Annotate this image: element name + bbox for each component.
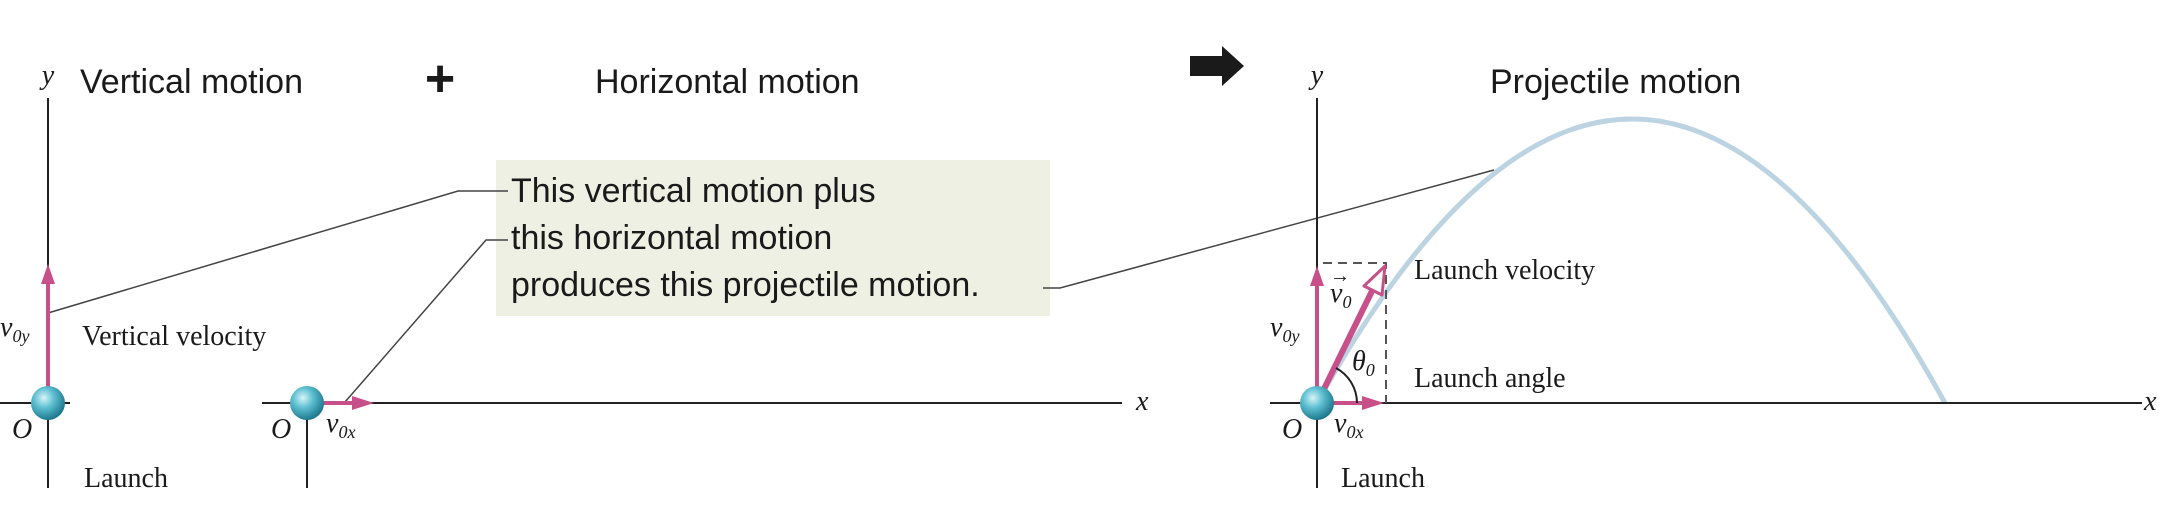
vertical-velocity-component — [1310, 266, 1324, 392]
trajectory-curve — [1314, 116, 1948, 405]
x-axis-label-right: x — [2143, 386, 2157, 417]
leader-line-vertical — [47, 190, 508, 314]
plus-sign: + — [425, 50, 455, 108]
ball-projectile — [1300, 386, 1334, 420]
ball-vertical — [31, 386, 65, 420]
v0x-label-middle: v0x — [326, 408, 355, 442]
v0x-label-right: v0x — [1334, 408, 1363, 442]
theta0-label: θ0 — [1352, 346, 1375, 380]
vertical-motion-panel: y v0y Vertical velocity O Launch — [0, 60, 266, 494]
leader-line-projectile — [1043, 169, 1495, 289]
velocity-components-box — [1323, 262, 1387, 403]
horizontal-velocity-component — [1330, 396, 1384, 410]
v0y-label-right: v0y — [1270, 312, 1299, 346]
launch-velocity-label: Launch velocity — [1414, 255, 1595, 286]
callout-line-3: produces this projectile motion. — [511, 266, 980, 304]
right-arrow-icon — [1190, 46, 1244, 86]
x-axis-label-middle: x — [1135, 386, 1149, 417]
vector-arrow-accent: → — [1330, 265, 1350, 287]
launch-angle-label: Launch angle — [1414, 363, 1566, 394]
heading-horizontal-motion: Horizontal motion — [595, 63, 860, 101]
y-axis-label-right: y — [1308, 60, 1324, 91]
origin-label-right: O — [1282, 414, 1302, 445]
origin-label-left: O — [12, 414, 32, 445]
callout-line-1: This vertical motion plus — [511, 172, 876, 210]
vertical-velocity-vector — [41, 264, 55, 392]
v0-vector-label: v0 — [1330, 278, 1351, 312]
leader-line-horizontal — [344, 239, 508, 403]
v0y-label-left: v0y — [0, 312, 29, 346]
heading-vertical-motion: Vertical motion — [80, 63, 303, 101]
heading-projectile-motion: Projectile motion — [1490, 63, 1741, 101]
callout-line-2: this horizontal motion — [511, 219, 832, 257]
launch-label-left: Launch — [84, 463, 168, 494]
horizontal-velocity-vector — [320, 396, 374, 410]
projectile-motion-panel: y x v0 → v0y θ0 v0x O Launch velocity La… — [1270, 60, 2157, 494]
y-axis-label-left: y — [39, 60, 55, 91]
launch-velocity-vector — [1319, 264, 1387, 395]
origin-label-middle: O — [271, 414, 291, 445]
callout-box — [496, 160, 1050, 316]
launch-label-right: Launch — [1341, 463, 1425, 494]
horizontal-motion-panel: v0x O x — [262, 386, 1149, 488]
launch-angle-arc — [1335, 367, 1358, 404]
ball-horizontal — [290, 386, 324, 420]
vertical-velocity-label: Vertical velocity — [82, 321, 266, 352]
